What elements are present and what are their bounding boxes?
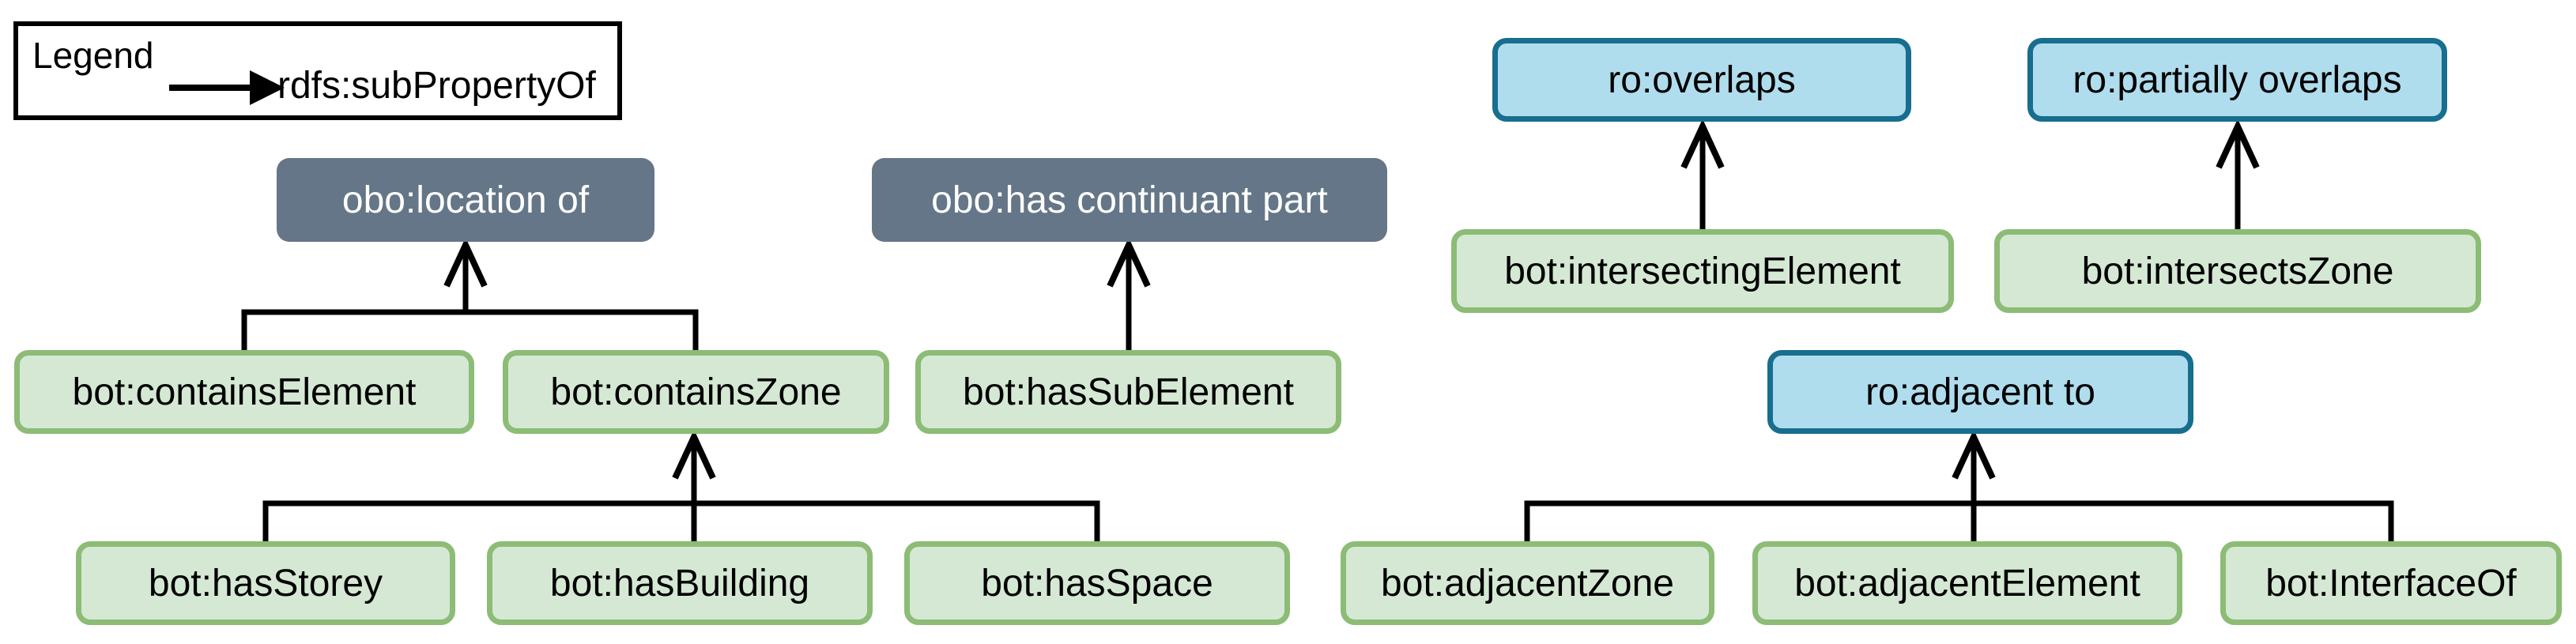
edge-intersectsZone-partiallyOverlaps (2216, 119, 2260, 229)
node-bot-containsElement[interactable]: bot:containsElement (14, 350, 474, 434)
edge-contains-locationOf (241, 237, 699, 350)
arrowhead-up-icon (672, 429, 716, 480)
node-obo-has-continuant-part[interactable]: obo:has continuant part (872, 158, 1387, 242)
node-bot-hasSubElement[interactable]: bot:hasSubElement (915, 350, 1341, 434)
node-ro-overlaps[interactable]: ro:overlaps (1492, 38, 1911, 122)
arrowhead-up-icon (1680, 119, 1725, 169)
arrowhead-up-icon (1952, 429, 1996, 480)
node-bot-hasBuilding[interactable]: bot:hasBuilding (487, 541, 873, 625)
legend-box: Legend rdfs:subPropertyOf (13, 21, 622, 120)
legend-arrow-label: rdfs:subPropertyOf (277, 65, 596, 107)
legend-title: Legend (32, 35, 154, 76)
edge-intersectingElement-overlaps (1680, 119, 1725, 229)
node-bot-intersectingElement[interactable]: bot:intersectingElement (1451, 229, 1954, 313)
arrowhead-up-icon (2216, 119, 2260, 169)
edge-has-containsZone (262, 429, 1100, 541)
arrowhead-up-icon (1107, 237, 1151, 288)
node-obo-location-of[interactable]: obo:location of (277, 158, 654, 242)
node-ro-partially-overlaps[interactable]: ro:partially overlaps (2027, 38, 2447, 122)
node-bot-containsZone[interactable]: bot:containsZone (503, 350, 889, 434)
subPropertyOf-arrow-icon (169, 70, 285, 105)
node-bot-hasSpace[interactable]: bot:hasSpace (904, 541, 1290, 625)
node-bot-adjacentElement[interactable]: bot:adjacentElement (1752, 541, 2182, 625)
node-bot-intersectsZone[interactable]: bot:intersectsZone (1994, 229, 2481, 313)
node-bot-hasStorey[interactable]: bot:hasStorey (76, 541, 455, 625)
arrowhead-up-icon (443, 237, 488, 288)
node-bot-adjacentZone[interactable]: bot:adjacentZone (1341, 541, 1714, 625)
node-bot-InterfaceOf[interactable]: bot:InterfaceOf (2220, 541, 2562, 625)
edge-adjacent-adjacentTo (1524, 429, 2394, 541)
node-ro-adjacent-to[interactable]: ro:adjacent to (1767, 350, 2193, 434)
edge-hasSubElement-hasContinuantPart (1107, 237, 1151, 350)
